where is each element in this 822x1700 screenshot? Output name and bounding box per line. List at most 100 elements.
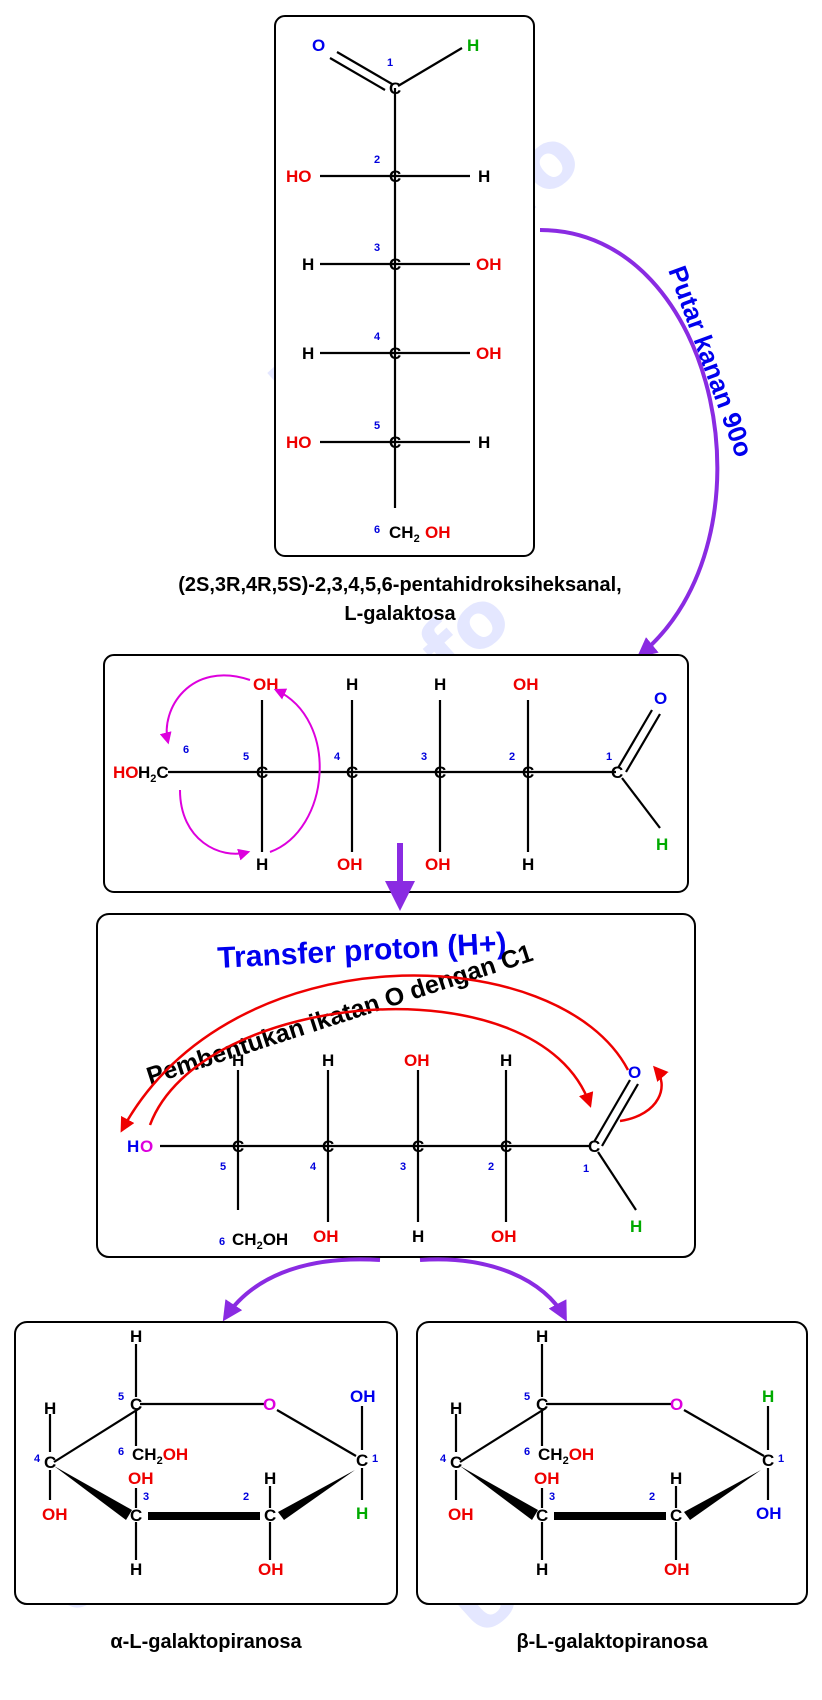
carbon-number: 3	[400, 1161, 406, 1173]
atom-oh: OH	[313, 1227, 339, 1246]
atom-c5: C	[389, 433, 401, 452]
rotate-arrow	[539, 228, 720, 658]
atom-oh: OH	[448, 1505, 474, 1524]
svg-text:CH2OH: CH2OH	[538, 1445, 594, 1467]
carbon-number: 1	[583, 1163, 589, 1175]
horizontal-chain-panel: HO H2C 6 OH C H 5 H C OH 4 H C OH 3 OH C…	[103, 654, 689, 893]
atom-c2: C	[389, 167, 401, 186]
atom-h: H	[630, 1217, 642, 1236]
carbon-number: 4	[310, 1161, 317, 1173]
atom-c2: C	[500, 1137, 512, 1156]
atom-c5: C	[232, 1137, 244, 1156]
atom-oh: OH	[253, 675, 279, 694]
atom-o: O	[312, 36, 325, 55]
atom-o: O	[628, 1063, 641, 1082]
carbon-number: 5	[374, 420, 380, 432]
carbon-number: 3	[143, 1491, 149, 1503]
carbon-number: 1	[372, 1453, 378, 1465]
atom-c4: C	[389, 344, 401, 363]
beta-box	[416, 1321, 808, 1605]
svg-text:CH2OH: CH2OH	[232, 1230, 288, 1252]
atom-o: O	[654, 689, 667, 708]
atom-o: O	[670, 1395, 683, 1414]
carbon-number: 2	[509, 751, 515, 763]
atom-oh: OH	[425, 855, 451, 874]
horizontal-box	[103, 654, 689, 893]
atom-ho: HO	[113, 763, 139, 782]
atom-h: H	[670, 1469, 682, 1488]
atom-h: H	[656, 835, 668, 854]
atom-h: H	[44, 1399, 56, 1418]
atom-c1: C	[356, 1451, 368, 1470]
carbon-number: 1	[387, 57, 393, 69]
carbon-number: 1	[606, 751, 612, 763]
alpha-box	[14, 1321, 398, 1605]
atom-c3: C	[130, 1506, 142, 1525]
carbon-number: 4	[34, 1453, 41, 1465]
atom-h: H	[356, 1504, 368, 1523]
carbon-number: 2	[374, 154, 380, 166]
mechanism-panel: Transfer proton (H+) Pembentukan ikatan …	[96, 913, 696, 1258]
carbon-number: 4	[334, 751, 341, 763]
carbon-number: 6	[374, 524, 380, 536]
carbon-number: 5	[524, 1391, 530, 1403]
atom-oh: OH	[476, 255, 502, 274]
atom-oh: OH	[491, 1227, 517, 1246]
atom-c1: C	[611, 763, 623, 782]
atom-oh: OH	[350, 1387, 376, 1406]
atom-c1: C	[588, 1137, 600, 1156]
atom-oh: OH	[337, 855, 363, 874]
split-arrow-left	[222, 1257, 381, 1322]
atom-h: H	[536, 1560, 548, 1579]
atom-c4: C	[322, 1137, 334, 1156]
caption-beta: β-L-galaktopiranosa	[516, 1631, 708, 1653]
atom-ho: HO	[286, 167, 312, 186]
atom-oh: OH	[425, 523, 451, 542]
atom-h: H	[302, 255, 314, 274]
atom-h: H	[302, 344, 314, 363]
carbon-number: 2	[488, 1161, 494, 1173]
atom-c3: C	[389, 255, 401, 274]
alpha-pyranose-panel: H 5 C O OH 6 CH2OH H 4 C OH OH 3 C H H 2…	[14, 1321, 398, 1605]
atom-h: H	[536, 1327, 548, 1346]
atom-oh: OH	[42, 1505, 68, 1524]
carbon-number: 4	[374, 331, 381, 343]
atom-h: H	[762, 1387, 774, 1406]
caption-alpha: α-L-galaktopiranosa	[110, 1631, 302, 1653]
atom-h: H	[322, 1051, 334, 1070]
atom-oh: OH	[664, 1560, 690, 1579]
atom-c4: C	[450, 1453, 462, 1472]
atom-o: O	[263, 1395, 276, 1414]
atom-h: H	[232, 1051, 244, 1070]
carbon-number: 2	[649, 1491, 655, 1503]
atom-c4: C	[44, 1453, 56, 1472]
atom-c3: C	[412, 1137, 424, 1156]
atom-c1: C	[762, 1451, 774, 1470]
atom-h: H	[434, 675, 446, 694]
rotate-label: Putar kanan 90o	[662, 262, 759, 461]
atom-c5: C	[130, 1395, 142, 1414]
carbon-number: 6	[219, 1236, 225, 1248]
atom-oh: OH	[404, 1051, 430, 1070]
atom-oh: OH	[476, 344, 502, 363]
atom-c2: C	[264, 1506, 276, 1525]
atom-oh: OH	[534, 1469, 560, 1488]
atom-h: H	[256, 855, 268, 874]
atom-c1: C	[389, 79, 401, 98]
caption-open-chain-name: (2S,3R,4R,5S)-2,3,4,5,6-pentahidroksihek…	[178, 574, 622, 596]
carbon-number: 3	[374, 242, 380, 254]
atom-o: O	[140, 1137, 153, 1156]
atom-oh: OH	[513, 675, 539, 694]
carbon-number: 4	[440, 1453, 447, 1465]
atom-c5: C	[256, 763, 268, 782]
atom-h: H	[130, 1327, 142, 1346]
atom-h: H	[346, 675, 358, 694]
fischer-panel: O H C 1 HO C H 2 H C OH 3 H C OH 4 HO C …	[274, 15, 535, 557]
atom-h: H	[478, 167, 490, 186]
atom-c3: C	[536, 1506, 548, 1525]
atom-oh: OH	[258, 1560, 284, 1579]
atom-c4: C	[346, 763, 358, 782]
atom-oh: OH	[756, 1504, 782, 1523]
carbon-number: 6	[524, 1446, 530, 1458]
